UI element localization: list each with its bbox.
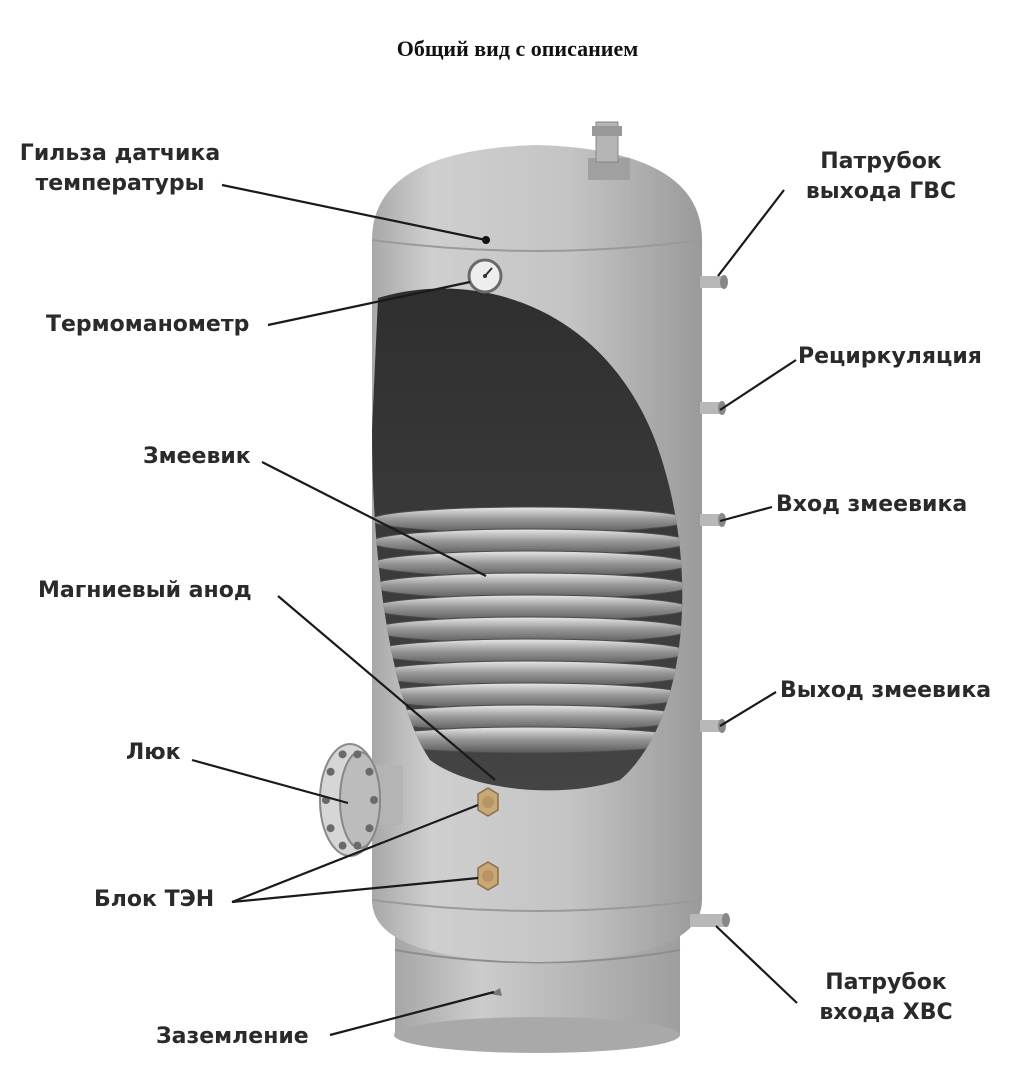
label-coil-outlet: Выход змеевика [780, 678, 992, 703]
leader-heater-lower [231, 876, 479, 904]
hatch-bolt [365, 767, 374, 776]
label-sensor-sleeve: Гильза датчика температуры [10, 139, 230, 199]
leader-hot-outlet [717, 189, 785, 277]
label-sensor-sleeve-line2: температуры [35, 171, 205, 196]
hatch-bolt [338, 841, 347, 850]
coil-turn [372, 726, 683, 754]
hatch-bolt [326, 824, 335, 833]
leader-recirculation [719, 359, 797, 411]
label-recirculation: Рециркуляция [798, 344, 982, 369]
leader-grounding [329, 990, 495, 1037]
label-grounding: Заземление [156, 1024, 309, 1049]
grounding-terminal [490, 988, 502, 996]
pipe-cold-inlet [690, 913, 730, 927]
top-fitting [588, 121, 630, 180]
label-sensor-sleeve-line1: Гильза датчика [19, 141, 221, 166]
leader-heater-upper [231, 803, 479, 904]
label-cold-inlet-line1: Патрубок [825, 970, 947, 995]
hatch-bolt [338, 750, 347, 759]
leader-coil [261, 461, 487, 577]
leader-cold-inlet [715, 925, 798, 1004]
heater-plug-lower [477, 861, 499, 891]
thermomanometer-gauge [467, 258, 503, 294]
label-hot-outlet: Патрубок выхода ГВС [786, 147, 976, 207]
leader-coil-outlet [719, 691, 777, 727]
label-cold-inlet: Патрубок входа ХВС [796, 968, 976, 1028]
coil-turns [372, 506, 683, 754]
leader-thermomanometer [267, 280, 471, 327]
label-heater-block: Блок ТЭН [94, 887, 215, 912]
hatch-flange [319, 743, 403, 857]
cutaway-interior [372, 288, 683, 791]
pipe-hot-outlet [700, 275, 728, 289]
leader-hatch [191, 758, 349, 805]
label-coil-inlet: Вход змеевика [776, 492, 968, 517]
diagram-title: Общий вид с описанием [396, 36, 639, 61]
label-coil: Змеевик [143, 444, 251, 469]
label-thermomanometer: Термоманометр [46, 312, 250, 337]
leader-lines [191, 183, 798, 1037]
label-magnesium-anode: Магниевый анод [38, 578, 252, 603]
hatch-bolt [353, 750, 362, 759]
hatch-bolts [322, 750, 378, 850]
hatch-bolt [353, 841, 362, 850]
hatch-bolt [370, 796, 378, 804]
label-hot-outlet-line1: Патрубок [820, 149, 942, 174]
leader-sensor-sleeve [221, 183, 487, 242]
leader-coil-inlet [719, 505, 773, 523]
hatch-bolt [365, 824, 374, 833]
hatch-bolt [326, 767, 335, 776]
heater-plug-upper [477, 787, 499, 817]
label-hatch: Люк [126, 740, 181, 765]
label-hot-outlet-line2: выхода ГВС [805, 179, 957, 204]
label-cold-inlet-line2: входа ХВС [819, 1000, 953, 1025]
leader-anode [277, 595, 496, 781]
